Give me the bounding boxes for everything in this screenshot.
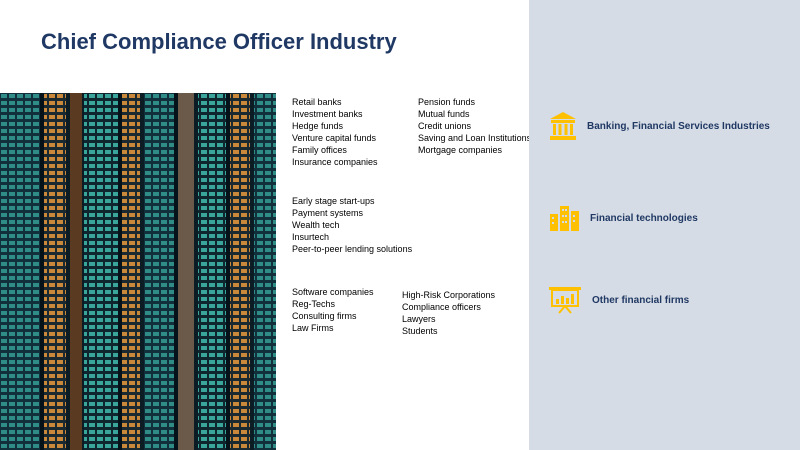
list-item: Consulting firms bbox=[292, 311, 357, 321]
building-photo bbox=[0, 93, 276, 450]
list-item: Mortgage companies bbox=[418, 145, 503, 155]
building-facade-image bbox=[0, 93, 276, 450]
presentation-chart-icon bbox=[549, 287, 581, 314]
category-label: Banking, Financial Services Industries bbox=[587, 120, 770, 132]
banking-list-1: Retail banks Investment banks Hedge fund… bbox=[292, 96, 378, 168]
slide-title: Chief Compliance Officer Industry bbox=[41, 29, 397, 54]
category-banking: Banking, Financial Services Industries bbox=[549, 111, 770, 141]
banking-list-2: Pension funds Mutual funds Credit unions… bbox=[418, 96, 531, 156]
list-item: Peer-to-peer lending solutions bbox=[292, 244, 413, 254]
bank-icon bbox=[550, 112, 576, 140]
list-item: Students bbox=[402, 326, 438, 336]
other-list-1: Software companies Reg-Techs Consulting … bbox=[292, 286, 374, 334]
list-item: Payment systems bbox=[292, 208, 364, 218]
list-item: Early stage start-ups bbox=[292, 196, 375, 206]
list-item: Law Firms bbox=[292, 323, 334, 333]
list-item: Venture capital funds bbox=[292, 133, 377, 143]
list-item: Saving and Loan Institutions bbox=[418, 133, 532, 143]
list-item: Hedge funds bbox=[292, 121, 344, 131]
list-item: Lawyers bbox=[402, 314, 436, 324]
list-item: Insurtech bbox=[292, 232, 330, 242]
list-item: Compliance officers bbox=[402, 302, 481, 312]
list-item: Reg-Techs bbox=[292, 299, 336, 309]
list-item: Pension funds bbox=[418, 97, 476, 107]
other-list-2: High-Risk Corporations Compliance office… bbox=[402, 289, 495, 337]
list-item: Mutual funds bbox=[418, 109, 470, 119]
list-item: Credit unions bbox=[418, 121, 472, 131]
category-fintech: Financial technologies bbox=[549, 205, 698, 232]
category-other: Other financial firms bbox=[548, 286, 689, 314]
list-item: Retail banks bbox=[292, 97, 342, 107]
list-item: Wealth tech bbox=[292, 220, 340, 230]
buildings-icon bbox=[550, 206, 579, 231]
category-label: Financial technologies bbox=[590, 213, 698, 224]
list-item: Insurance companies bbox=[292, 157, 378, 167]
fintech-list: Early stage start-ups Payment systems We… bbox=[292, 195, 412, 255]
category-label: Other financial firms bbox=[592, 294, 690, 306]
list-item: High-Risk Corporations bbox=[402, 290, 496, 300]
list-item: Software companies bbox=[292, 287, 374, 297]
list-item: Investment banks bbox=[292, 109, 363, 119]
list-item: Family offices bbox=[292, 145, 347, 155]
